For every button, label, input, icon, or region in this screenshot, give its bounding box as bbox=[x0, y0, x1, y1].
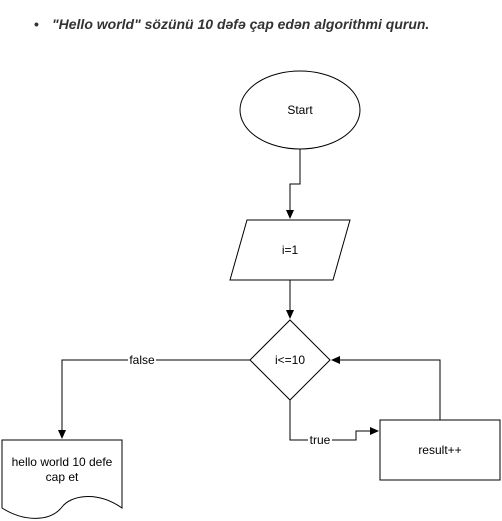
init-node[interactable]: i=1 bbox=[229, 219, 351, 281]
connector-false bbox=[58, 359, 250, 439]
start-label: Start bbox=[287, 103, 313, 117]
task-description: • "Hello world" sözünü 10 dəfə çap edən … bbox=[34, 15, 472, 34]
output-label-line2: cap et bbox=[46, 470, 79, 484]
process-node[interactable]: result++ bbox=[379, 419, 501, 481]
connector-true bbox=[289, 400, 379, 441]
false-label: false bbox=[129, 353, 155, 367]
condition-node[interactable]: i<=10 bbox=[249, 319, 331, 401]
output-node[interactable]: hello world 10 defe cap et bbox=[1, 439, 123, 519]
true-label: true bbox=[310, 433, 331, 447]
condition-label: i<=10 bbox=[275, 353, 305, 367]
output-label-line1: hello world 10 defe bbox=[12, 455, 113, 469]
connector-loop-back bbox=[331, 356, 441, 420]
connector-start-init bbox=[286, 149, 301, 219]
start-node[interactable]: Start bbox=[239, 70, 361, 150]
task-text: "Hello world" sözünü 10 dəfə çap edən al… bbox=[52, 16, 430, 32]
init-label: i=1 bbox=[282, 243, 299, 257]
bullet-icon: • bbox=[34, 16, 39, 32]
process-label: result++ bbox=[418, 443, 461, 457]
